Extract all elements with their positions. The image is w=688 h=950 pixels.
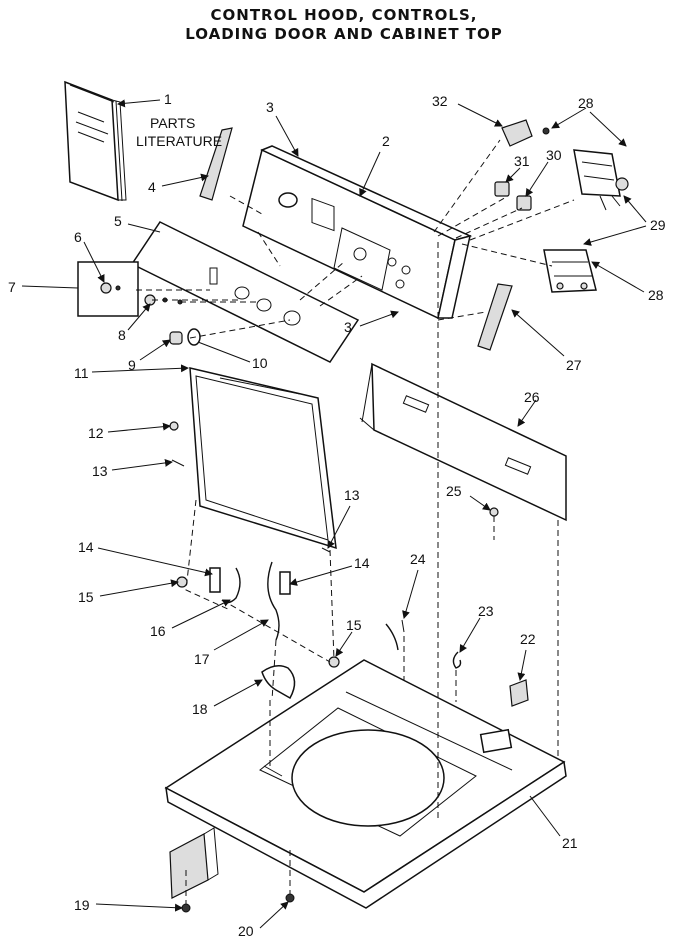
callout-14-right: 14 <box>354 555 370 571</box>
callout-1: 1 <box>164 91 172 107</box>
title-line-1: CONTROL HOOD, CONTROLS, <box>210 6 478 24</box>
title-line-2: LOADING DOOR AND CABINET TOP <box>185 25 503 43</box>
callout-16: 16 <box>150 623 166 639</box>
callout-12: 12 <box>88 425 104 441</box>
loading-door <box>189 367 337 550</box>
diagram-title: CONTROL HOOD, CONTROLS, LOADING DOOR AND… <box>0 6 688 44</box>
control-hood <box>242 145 473 320</box>
callout-leaders <box>21 99 647 929</box>
callout-24: 24 <box>410 551 426 567</box>
callout-5: 5 <box>114 213 122 229</box>
selector-switch-assembly <box>543 249 597 293</box>
callout-11: 11 <box>74 365 89 381</box>
callout-30: 30 <box>546 147 562 163</box>
right-end-cap <box>477 283 513 351</box>
switch-components <box>494 119 550 211</box>
callout-27: 27 <box>566 357 582 373</box>
timer-assembly <box>573 149 629 211</box>
assembly-guide-lines <box>136 139 575 904</box>
callout-8: 8 <box>118 327 126 343</box>
callout-26: 26 <box>524 389 540 405</box>
callout-28-bottom: 28 <box>648 287 664 303</box>
callout-29: 29 <box>650 217 666 233</box>
callout-19: 19 <box>74 897 90 913</box>
callout-13-right: 13 <box>344 487 360 503</box>
literature-label-line-1: PARTS <box>150 115 195 131</box>
hinge-cover <box>261 665 296 700</box>
callout-28-top: 28 <box>578 95 594 111</box>
callout-13-left: 13 <box>92 463 108 479</box>
callout-6: 6 <box>74 229 82 245</box>
parts-literature-booklet <box>64 80 127 202</box>
graphics-panel-overlay <box>130 221 360 363</box>
callout-3-top: 3 <box>266 99 274 115</box>
callout-3-bottom: 3 <box>344 319 352 335</box>
lamp-panel <box>77 261 139 317</box>
callout-14-left: 14 <box>78 539 94 555</box>
callout-18: 18 <box>192 701 208 717</box>
callout-2: 2 <box>382 133 390 149</box>
callout-31: 31 <box>514 153 530 169</box>
callout-15-left: 15 <box>78 589 94 605</box>
callout-10: 10 <box>252 355 268 371</box>
callout-22: 22 <box>520 631 536 647</box>
callout-4: 4 <box>148 179 156 195</box>
callout-15-right: 15 <box>346 617 362 633</box>
lower-bracket <box>169 827 295 913</box>
callout-21: 21 <box>562 835 578 851</box>
callout-23: 23 <box>478 603 494 619</box>
callout-9: 9 <box>128 357 136 373</box>
rear-panel <box>359 362 567 522</box>
callout-7: 7 <box>8 279 16 295</box>
callout-25: 25 <box>446 483 462 499</box>
cabinet-top <box>164 659 567 909</box>
callout-17: 17 <box>194 651 210 667</box>
literature-label-line-2: LITERATURE <box>136 133 222 149</box>
callout-32: 32 <box>432 93 448 109</box>
callout-20: 20 <box>238 923 254 939</box>
